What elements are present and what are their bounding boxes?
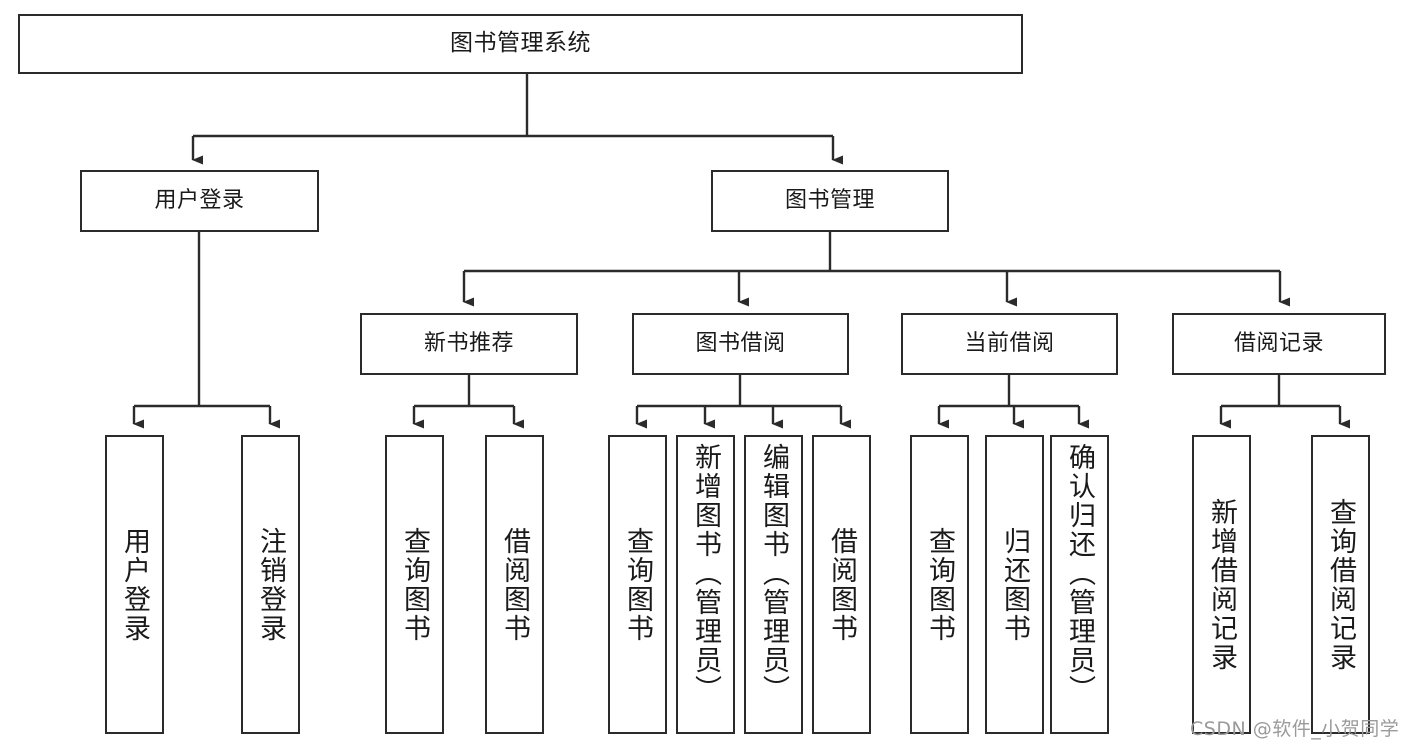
node-current-borrow[interactable]: 当前借阅 [901,313,1118,375]
node-label: 查询图书 [399,526,430,643]
node-label: 借阅图书 [499,526,530,643]
node-leaf-user-login[interactable]: 用户登录 [105,435,164,734]
node-leaf-edit-book[interactable]: 编辑图书（管理员） [744,435,803,734]
node-leaf-add-record[interactable]: 新增借阅记录 [1192,435,1251,734]
node-leaf-logout[interactable]: 注销登录 [241,435,300,734]
node-leaf-borrow-book-1[interactable]: 借阅图书 [485,435,544,734]
node-label: 查询图书 [924,526,955,643]
node-new-book-recommend[interactable]: 新书推荐 [360,313,578,375]
node-leaf-borrow-book-2[interactable]: 借阅图书 [812,435,871,734]
node-borrow-record[interactable]: 借阅记录 [1172,313,1386,375]
node-label: 新增借阅记录 [1206,497,1237,672]
node-label: 查询借阅记录 [1325,497,1356,672]
node-label: 图书管理 [784,188,875,214]
node-leaf-return-book[interactable]: 归还图书 [985,435,1044,734]
node-label: 图书借阅 [695,331,786,357]
watermark-text: CSDN @软件_小贺同学 [1190,718,1400,740]
edges-bookborrow-to-leaves [635,375,851,429]
node-label: 新增图书（管理员） [690,443,721,704]
node-label: 新书推荐 [423,331,514,357]
node-label: 借阅记录 [1233,331,1324,357]
node-leaf-query-record[interactable]: 查询借阅记录 [1311,435,1370,734]
edges-root-to-level2 [191,74,843,165]
edges-userlogin-to-leaves [132,232,280,429]
node-book-manage[interactable]: 图书管理 [711,170,949,232]
node-label: 借阅图书 [826,526,857,643]
node-label: 查询图书 [622,526,653,643]
edges-bookmanage-to-level3 [462,232,1290,307]
node-label: 用户登录 [119,526,150,643]
node-label: 注销登录 [255,526,286,643]
node-leaf-query-book-3[interactable]: 查询图书 [910,435,969,734]
node-label: 当前借阅 [964,331,1055,357]
node-user-login[interactable]: 用户登录 [80,170,319,232]
node-label: 归还图书 [999,526,1030,643]
node-leaf-query-book-2[interactable]: 查询图书 [608,435,667,734]
node-leaf-add-book[interactable]: 新增图书（管理员） [676,435,735,734]
node-leaf-query-book-1[interactable]: 查询图书 [385,435,444,734]
edges-borrowrecord-to-leaves [1219,375,1350,429]
node-label: 用户登录 [154,188,245,214]
node-root-system[interactable]: 图书管理系统 [18,14,1023,74]
node-label: 图书管理系统 [450,30,591,57]
node-label: 确认归还（管理员） [1064,443,1095,704]
edges-currentborrow-to-leaves [937,375,1089,429]
node-book-borrow[interactable]: 图书借阅 [632,313,849,375]
edges-newbook-to-leaves [412,375,524,429]
node-leaf-confirm-return[interactable]: 确认归还（管理员） [1050,435,1109,734]
node-label: 编辑图书（管理员） [758,443,789,704]
